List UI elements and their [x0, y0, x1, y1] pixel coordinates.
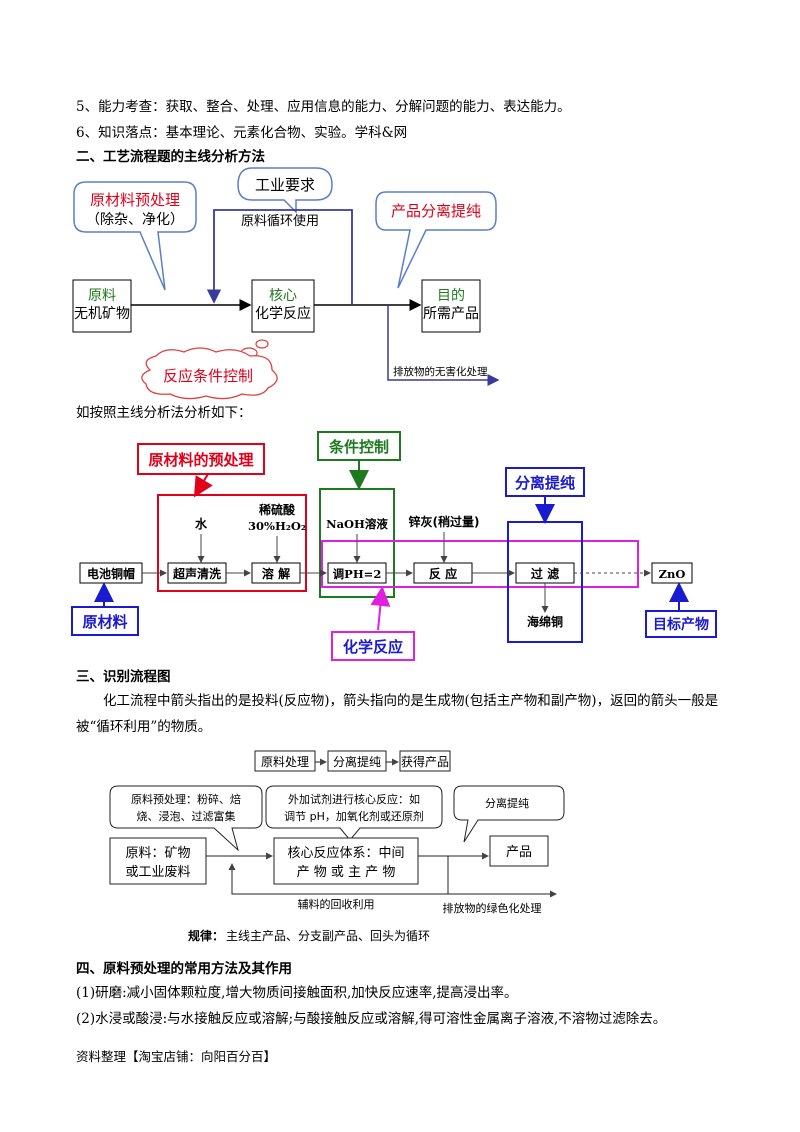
item-6-knowledge: 6、知识落点：基本理论、元素化合物、实验。学科&网	[76, 125, 408, 141]
frame-preprocess	[157, 494, 307, 592]
bubble-industrial-requirement: 工业要求	[237, 167, 333, 214]
svg-text:或工业废料: 或工业废料	[125, 864, 190, 880]
svg-text:原料预处理：粉碎、焙: 原料预处理：粉碎、焙	[131, 792, 241, 806]
waste-branch: 排放物的无害化处理	[387, 305, 500, 386]
svg-text:核心: 核心	[269, 288, 297, 304]
paragraph-identify-flow: 化工流程中箭头指出的是投料(反应物)，箭头指向的是生成物(包括主产物和副产物)，…	[76, 693, 719, 735]
svg-text:原料：矿物: 原料：矿物	[125, 846, 190, 861]
product-zno: ZnO	[659, 567, 686, 581]
label-target-product: 目标产物	[645, 582, 717, 638]
svg-text:目的: 目的	[437, 288, 465, 304]
box-core-reaction: 核心 化学反应	[251, 279, 315, 333]
item-5-ability: 5、能力考查：获取、整合、处理、应用信息的能力、分解问题的能力、表达能力。	[76, 99, 571, 115]
method-grinding: (1)研磨:减小固体颗粒度,增大物质间接触面积,加快反应速率,提高浸出率。	[76, 985, 518, 1001]
label-preprocess: 原材料的预处理	[137, 443, 265, 498]
svg-text:原材料: 原材料	[82, 613, 127, 631]
svg-text:外加试剂进行核心反应：如: 外加试剂进行核心反应：如	[288, 792, 420, 806]
svg-text:原材料的预处理: 原材料的预处理	[148, 451, 253, 469]
svg-text:调节 pH，加氧化剂或还原剂: 调节 pH，加氧化剂或还原剂	[284, 809, 424, 823]
recycle-auxiliary-label: 辅料的回收利用	[298, 897, 375, 911]
reagent-water: 水	[195, 516, 208, 531]
svg-text:分离提纯: 分离提纯	[515, 474, 575, 492]
svg-text:目标产物: 目标产物	[653, 616, 709, 633]
recycle-label: 原料循环使用	[241, 213, 319, 229]
label-separation: 分离提纯	[505, 467, 585, 524]
copper-cap-process-diagram: 原材料的预处理 条件控制 分离提纯 水 稀硫酸 30%H₂O₂ NaOH溶液 锌…	[71, 431, 717, 661]
svg-text:化学反应: 化学反应	[255, 305, 311, 322]
method-leaching: (2)水浸或酸浸:与水接触反应或溶解;与酸接触反应或溶解,得可溶性金属离子溶液,…	[76, 1011, 667, 1027]
frame-separation	[507, 521, 583, 643]
reagent-acid: 稀硫酸	[259, 502, 296, 517]
svg-text:条件控制: 条件控制	[328, 438, 389, 456]
box-raw-material: 原料 无机矿物	[72, 279, 132, 333]
page-footer: 资料整理【淘宝店铺：向阳百分百】	[76, 1049, 277, 1064]
svg-text:所需产品: 所需产品	[423, 306, 479, 322]
cloud-label: 反应条件控制	[163, 367, 253, 385]
label-chemical-reaction: 化学反应	[331, 586, 415, 661]
step-ultrasonic-clean: 超声清洗	[172, 566, 221, 581]
reagent-naoh: NaOH溶液	[326, 517, 388, 531]
byproduct-sponge-copper: 海绵铜	[527, 614, 563, 629]
step-react: 反 应	[429, 566, 457, 581]
step-start-copper-cap: 电池铜帽	[87, 566, 135, 581]
svg-text:核心反应体系：中间: 核心反应体系：中间	[287, 845, 404, 861]
bubble-separation-purify: 分离提纯	[453, 785, 565, 843]
box-goal-product: 目的 所需产品	[421, 279, 481, 333]
step-dissolve: 溶 解	[262, 566, 290, 581]
label-raw-material: 原材料	[71, 582, 139, 636]
top-step-raw-processing: 原料处理	[261, 755, 309, 769]
top-step-separation: 分离提纯	[333, 754, 381, 769]
svg-text:原料: 原料	[88, 288, 116, 304]
frame-chem-reaction	[321, 540, 639, 588]
bubble-core-reagent: 外加试剂进行核心反应：如 调节 pH，加氧化剂或还原剂	[265, 785, 443, 841]
heading-section-4: 四、原料预处理的常用方法及其作用	[76, 961, 292, 977]
svg-text:产 物 或 主 产 物: 产 物 或 主 产 物	[297, 865, 396, 880]
recycle-loop: 原料循环使用	[206, 209, 353, 304]
reagent-zinc: 锌灰(稍过量)	[409, 514, 480, 529]
bubble-separation: 产品分离提纯	[375, 191, 497, 289]
box-core-reaction-system: 核心反应体系：中间 产 物 或 主 产 物	[273, 837, 419, 885]
top-step-product: 获得产品	[401, 754, 449, 769]
heading-section-3: 三、识别流程图	[76, 669, 171, 685]
box-raw-ore-waste: 原料：矿物 或工业废料	[109, 837, 207, 885]
bubble-requirement-text: 工业要求	[255, 176, 315, 194]
flow-identification-diagram: 原料处理 分离提纯 获得产品 原料预处理：粉碎、焙 烧、浸泡、过滤富集 外加试剂…	[109, 750, 565, 943]
bubble-preprocess-title: 原材料预处理	[90, 191, 180, 209]
green-waste-label: 排放物的绿色化处理	[443, 901, 542, 915]
svg-text:无机矿物: 无机矿物	[74, 306, 130, 322]
heading-section-2: 二、工艺流程题的主线分析方法	[76, 149, 265, 165]
cloud-reaction-conditions: 反应条件控制	[141, 339, 278, 400]
intro-analysis: 如按照主线分析法分析如下：	[76, 405, 252, 421]
box-product: 产品	[489, 835, 549, 867]
mainline-analysis-diagram: 原材料预处理 （除杂、净化） 工业要求 产品分离提纯 原料循环使用 原料 无机矿…	[72, 167, 500, 400]
svg-text:分离提纯: 分离提纯	[485, 796, 529, 810]
svg-text:化学反应: 化学反应	[343, 638, 403, 656]
rule-label: 规律：	[188, 928, 224, 943]
svg-text:烧、浸泡、过滤富集: 烧、浸泡、过滤富集	[137, 809, 236, 823]
bubble-raw-pretreatment: 原料预处理：粉碎、焙 烧、浸泡、过滤富集	[109, 785, 263, 852]
frame-condition	[319, 488, 395, 598]
bubble-preprocess: 原材料预处理 （除杂、净化）	[73, 181, 197, 291]
bubble-preprocess-sub: （除杂、净化）	[86, 212, 184, 228]
svg-text:产品: 产品	[506, 845, 532, 860]
step-filter: 过 滤	[531, 566, 559, 581]
bubble-separation-text: 产品分离提纯	[391, 202, 481, 220]
reagent-h2o2: 30%H₂O₂	[248, 519, 306, 533]
rule-text: 主线主产品、分支副产品、回头为循环	[226, 929, 430, 943]
label-condition-control: 条件控制	[317, 431, 401, 490]
waste-label: 排放物的无害化处理	[393, 365, 488, 378]
step-adjust-ph: 调PH=2	[333, 567, 382, 581]
